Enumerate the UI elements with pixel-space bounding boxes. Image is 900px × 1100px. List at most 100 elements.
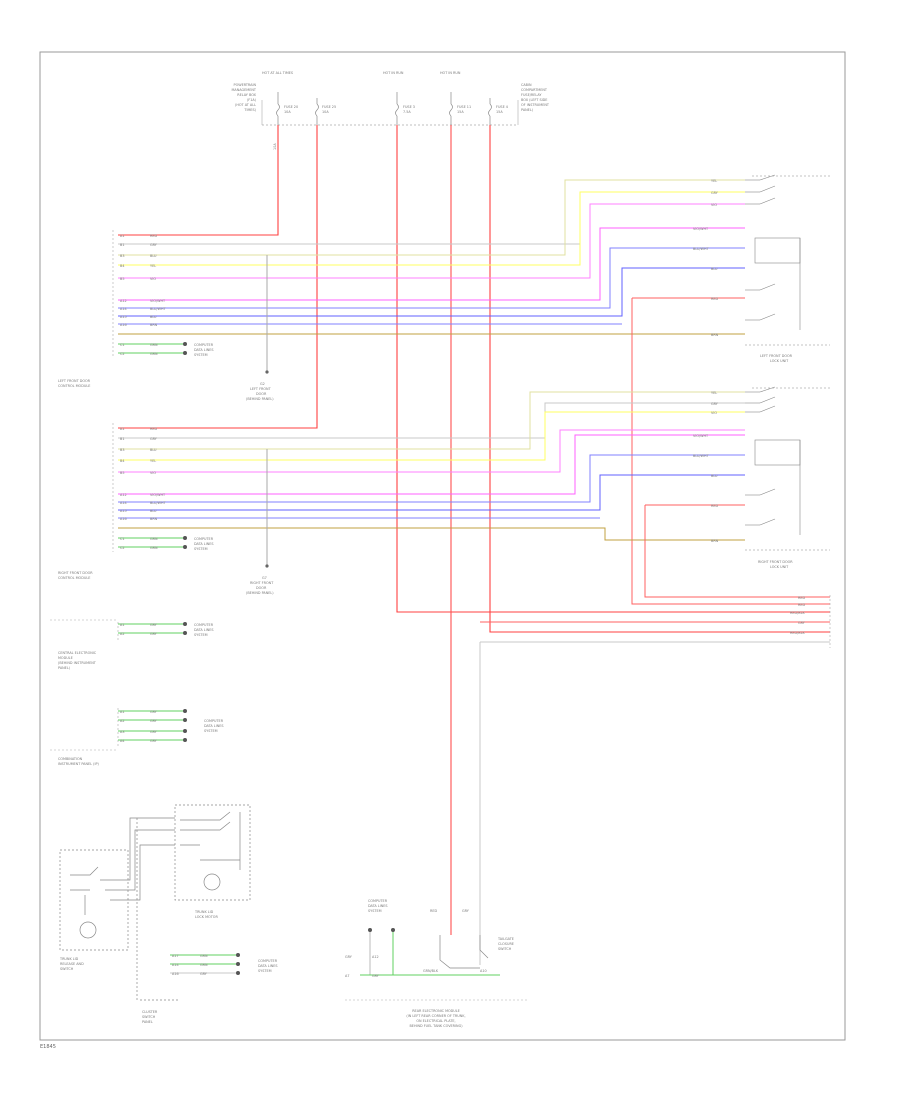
svg-text:GRY: GRY bbox=[150, 710, 158, 714]
svg-text:VIO/WHT: VIO/WHT bbox=[693, 434, 709, 438]
svg-text:LOCK MOTOR: LOCK MOTOR bbox=[195, 915, 218, 919]
fuse-3-amp: 7.5A bbox=[403, 110, 411, 114]
svg-text:BLU: BLU bbox=[711, 267, 718, 271]
svg-text:SYSTEM: SYSTEM bbox=[204, 729, 218, 733]
rear-module-pins: GRY A7 GRY GRN/BLK A12 A10 RED GRY bbox=[345, 909, 487, 978]
lf-pin-5: A12 bbox=[120, 299, 127, 303]
svg-text:DOOR: DOOR bbox=[256, 392, 267, 396]
wire-fuse25-red bbox=[118, 125, 318, 429]
svg-text:A3: A3 bbox=[120, 730, 124, 734]
svg-text:C1: C1 bbox=[120, 537, 125, 541]
fuse-right-label: CABIN COMPARTMENT FUSE/RELAY BOX (LEFT S… bbox=[521, 83, 550, 112]
fuse-labels: HOT AT ALL TIMES FUSE 20 10A FUSE 25 10A… bbox=[262, 71, 508, 114]
svg-text:RED: RED bbox=[798, 603, 805, 607]
svg-text:BRN: BRN bbox=[711, 539, 719, 543]
fuse-symbol-20 bbox=[276, 92, 280, 125]
fuse-box-area bbox=[261, 92, 519, 126]
svg-text:BRN: BRN bbox=[711, 333, 719, 337]
svg-text:PANEL): PANEL) bbox=[58, 666, 71, 670]
lf-pin-9: C1 bbox=[120, 343, 125, 347]
svg-text:A14: A14 bbox=[172, 963, 179, 967]
svg-text:BLU/WHT: BLU/WHT bbox=[150, 501, 167, 505]
svg-text:GRY: GRY bbox=[345, 955, 353, 959]
right-front-can-label: COMPUTER DATA LINES SYSTEM bbox=[194, 537, 214, 551]
svg-text:RED/BLK: RED/BLK bbox=[790, 631, 805, 635]
right-front-pins: A1 B1 B3 B4 B5 A12 A14 A15 A16 C1 C2 bbox=[120, 427, 127, 550]
svg-text:GRN/BLK: GRN/BLK bbox=[423, 969, 439, 973]
lf-pin-0: A1 bbox=[120, 234, 124, 238]
right-side-wire-labels: RED RED RED/BLK GRY RED/BLK bbox=[790, 596, 806, 635]
trunk-lid-switch bbox=[59, 817, 175, 951]
svg-text:(BEHIND PANEL): (BEHIND PANEL) bbox=[246, 397, 274, 401]
lf-color-1: GRY bbox=[150, 243, 158, 247]
lf-pin-3: B4 bbox=[120, 264, 124, 268]
svg-text:RED: RED bbox=[430, 909, 437, 913]
lf-color-3: YEL bbox=[150, 264, 156, 268]
svg-text:RELEASE AND: RELEASE AND bbox=[60, 962, 84, 966]
svg-text:GRY: GRY bbox=[200, 972, 208, 976]
svg-text:C2: C2 bbox=[120, 546, 125, 550]
fuse-right-label-3: BOX (LEFT SIDE bbox=[521, 98, 547, 102]
lf-color-0: RED bbox=[150, 234, 157, 238]
svg-text:GRY: GRY bbox=[150, 632, 158, 636]
fuse-11-name: FUSE 11 bbox=[457, 105, 471, 109]
svg-text:GRN: GRN bbox=[150, 537, 158, 541]
svg-text:BEHIND FUEL TANK COVERING): BEHIND FUEL TANK COVERING) bbox=[409, 1024, 463, 1028]
svg-text:GRY: GRY bbox=[711, 191, 719, 195]
svg-text:CLOSURE: CLOSURE bbox=[498, 942, 514, 946]
svg-text:DATA LINES: DATA LINES bbox=[368, 904, 388, 908]
wire-fuse4-red bbox=[489, 125, 830, 633]
svg-text:REAR ELECTRONIC MODULE: REAR ELECTRONIC MODULE bbox=[412, 1009, 460, 1013]
svg-text:RIGHT FRONT DOOR: RIGHT FRONT DOOR bbox=[58, 571, 93, 575]
svg-text:TRUNK LID: TRUNK LID bbox=[59, 957, 79, 961]
svg-text:A12: A12 bbox=[120, 493, 127, 497]
wire-fuse3-red bbox=[396, 125, 830, 613]
right-front-connector bbox=[112, 423, 269, 568]
cluster-can-label: COMPUTER DATA LINES SYSTEM bbox=[258, 959, 278, 973]
svg-text:LOCK UNIT: LOCK UNIT bbox=[770, 359, 789, 363]
svg-text:COMBINATION: COMBINATION bbox=[58, 757, 83, 761]
svg-text:G2: G2 bbox=[260, 382, 265, 386]
svg-text:VIO: VIO bbox=[711, 411, 717, 415]
fuse-symbol-11 bbox=[449, 92, 453, 125]
svg-text:YEL: YEL bbox=[711, 391, 717, 395]
svg-text:BLU: BLU bbox=[150, 448, 157, 452]
fuse-symbol-4 bbox=[488, 98, 492, 125]
svg-text:GRY: GRY bbox=[150, 730, 158, 734]
svg-text:A1: A1 bbox=[120, 623, 124, 627]
fuse-left-label-2: RELAY BOX bbox=[237, 93, 256, 97]
svg-text:A4: A4 bbox=[120, 739, 124, 743]
svg-text:GRY: GRY bbox=[798, 621, 806, 625]
fuse-wire-labels: 10A bbox=[273, 143, 277, 150]
lf-pin-1: B1 bbox=[120, 243, 124, 247]
fuse-right-label-5: PANEL) bbox=[521, 108, 534, 112]
svg-text:B1: B1 bbox=[120, 437, 124, 441]
fuse-20-name: FUSE 20 bbox=[284, 105, 298, 109]
svg-text:GRY: GRY bbox=[711, 402, 719, 406]
svg-text:COMPUTER: COMPUTER bbox=[194, 343, 214, 347]
svg-text:RED/BLK: RED/BLK bbox=[790, 611, 805, 615]
svg-text:CENTRAL ELECTRONIC: CENTRAL ELECTRONIC bbox=[58, 651, 97, 655]
lf-color-7: BLU bbox=[150, 315, 157, 319]
svg-text:BLU: BLU bbox=[711, 474, 718, 478]
svg-text:DATA LINES: DATA LINES bbox=[258, 964, 278, 968]
right-front-lock-wires: YEL GRY VIO VIO/WHT BLU/WHT BLU RED BRN bbox=[693, 391, 719, 543]
lf-color-4: VIO bbox=[150, 277, 156, 281]
svg-text:B3: B3 bbox=[120, 448, 124, 452]
left-front-lock-unit bbox=[745, 174, 830, 346]
svg-text:A15: A15 bbox=[120, 509, 127, 513]
svg-text:SYSTEM: SYSTEM bbox=[194, 353, 208, 357]
tailgate-switch-label: TAILGATE CLOSURE SWITCH bbox=[497, 937, 514, 951]
cluster-wires bbox=[170, 953, 240, 975]
svg-text:GRN: GRN bbox=[200, 963, 208, 967]
svg-text:A2: A2 bbox=[120, 632, 124, 636]
cluster-panel bbox=[136, 818, 180, 1001]
svg-text:SYSTEM: SYSTEM bbox=[258, 969, 272, 973]
svg-text:VIO/WHT: VIO/WHT bbox=[150, 493, 166, 497]
right-front-lock-name: RIGHT FRONT DOOR LOCK UNIT bbox=[758, 560, 793, 569]
svg-text:A1: A1 bbox=[120, 427, 124, 431]
svg-text:LEFT FRONT: LEFT FRONT bbox=[250, 387, 272, 391]
cluster-wire-labels: A17 A14 A16 GRN GRN GRY bbox=[172, 954, 208, 976]
right-front-name: RIGHT FRONT DOOR CONTROL MODULE bbox=[58, 571, 93, 580]
